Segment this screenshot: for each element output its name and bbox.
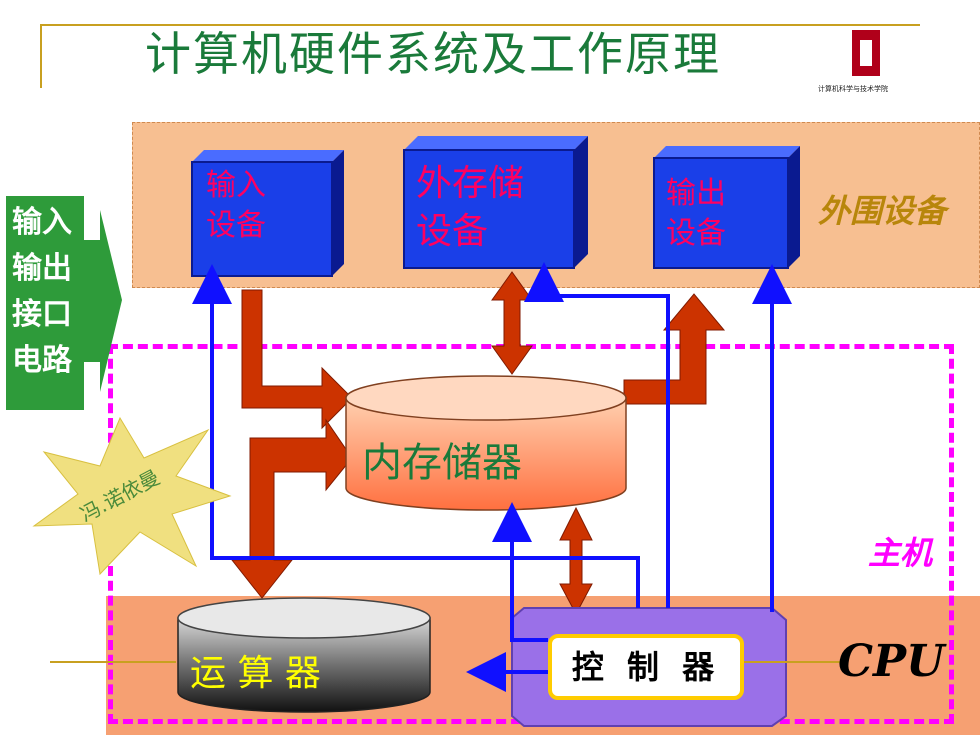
title-rule-vertical — [40, 24, 42, 88]
arrow-memory-to-output — [623, 293, 726, 405]
peripherals-label: 外围设备 — [818, 192, 947, 230]
input-device-shape — [191, 150, 344, 277]
io-line-4: 电路 — [12, 343, 72, 378]
controller-label: 控 制 器 — [571, 648, 721, 686]
controller-box: 控 制 器 — [548, 634, 744, 700]
host-label: 主机 — [868, 534, 933, 572]
control-line-input — [192, 264, 640, 608]
arrow-memory-storage — [491, 271, 533, 375]
arrow-memory-controller — [559, 506, 593, 616]
title-rule — [40, 24, 920, 26]
alu-label: 运 算 器 — [190, 653, 321, 694]
control-line-storage — [524, 262, 670, 608]
io-line-3: 接口 — [12, 297, 72, 332]
io-line-2: 输出 — [12, 251, 72, 286]
memory-cylinder — [345, 375, 627, 511]
control-line-memory — [492, 502, 548, 642]
output-device-label: 输出 设备 — [666, 174, 726, 254]
input-device-line1: 输入 — [206, 168, 266, 203]
io-line-1: 输入 — [12, 205, 72, 240]
page-title: 计算机硬件系统及工作原理 — [145, 27, 721, 81]
output-device-line2: 设备 — [666, 216, 726, 251]
io-interface-panel: 输入 输出 接口 电路 — [6, 196, 84, 410]
arrow-memory-to-alu — [230, 418, 353, 599]
arrow-input-to-memory — [241, 289, 353, 430]
output-device-shape — [653, 146, 800, 269]
school-logo-inner — [860, 40, 872, 66]
input-device-label: 输入 设备 — [206, 166, 266, 246]
storage-device-line1: 外存储 — [416, 163, 525, 204]
control-lines — [192, 262, 792, 692]
input-device-line2: 设备 — [206, 208, 266, 243]
storage-device-shape — [403, 136, 588, 269]
output-device-line1: 输出 — [666, 176, 726, 211]
cpu-label: CPU — [838, 636, 945, 687]
storage-device-line2: 设备 — [416, 211, 489, 252]
storage-device-label: 外存储 设备 — [416, 160, 524, 256]
io-arrow-icon — [84, 210, 122, 392]
memory-label: 内存储器 — [362, 440, 522, 486]
von-neumann-burst-icon — [32, 416, 232, 576]
school-logo-caption: 计算机科学与技术学院 — [818, 85, 888, 93]
alu-cylinder — [177, 597, 431, 713]
